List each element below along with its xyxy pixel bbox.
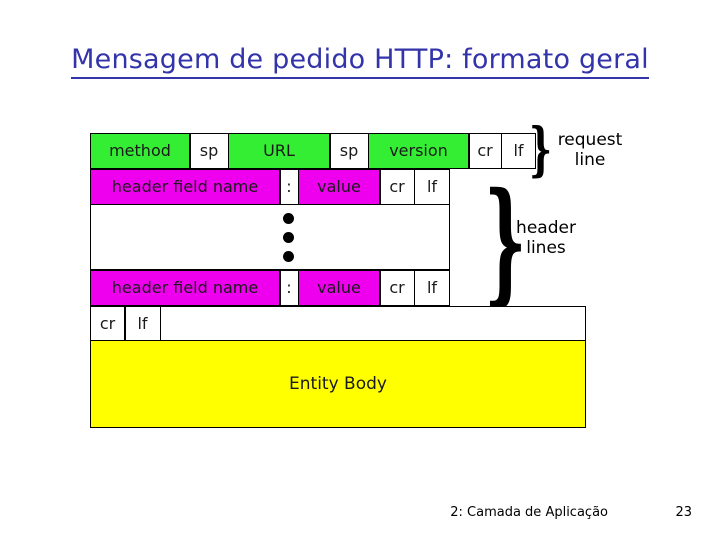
header-lines-brace: } (484, 164, 527, 319)
cell-header-field-name-2: header field name (90, 270, 280, 306)
cell-value-2: value (298, 270, 380, 306)
cell-sp-2: sp (329, 133, 369, 169)
cell-blank-remainder (160, 305, 586, 342)
request-line-brace: } (529, 115, 553, 183)
cell-colon-1: : (279, 168, 299, 205)
page-title-text: Mensagem de pedido HTTP: formato geral (71, 44, 649, 79)
cell-lf-header-1: lf (414, 168, 450, 205)
footer-chapter-label: 2: Camada de Aplicação (450, 505, 608, 520)
slide-footer: 2: Camada de Aplicação 23 (0, 505, 720, 527)
request-line-label: request line (546, 130, 634, 170)
cell-cr-header-1: cr (379, 168, 415, 205)
cell-value-1: value (298, 168, 380, 205)
request-line-label-line1: request (557, 130, 623, 150)
footer-page-number: 23 (675, 505, 692, 520)
cell-entity-body: Entity Body (90, 340, 586, 428)
ellipsis-dot-2 (283, 232, 294, 243)
header-lines-label-line2: lines (526, 237, 566, 258)
cell-url: URL (228, 133, 330, 169)
cell-cr-header-2: cr (379, 270, 415, 306)
header-lines-label: header lines (500, 218, 592, 258)
cell-sp-1: sp (189, 133, 229, 169)
cell-method: method (90, 133, 190, 169)
request-line-label-line2: line (574, 149, 606, 170)
cell-colon-2: : (279, 270, 299, 306)
cell-cr-blank-line: cr (90, 305, 125, 342)
ellipsis-dot-3 (283, 251, 294, 262)
ellipsis-dot-1 (283, 213, 294, 224)
cell-version: version (368, 133, 469, 169)
cell-lf-blank-line: lf (124, 305, 161, 342)
cell-header-lines-ellipsis (90, 204, 450, 270)
cell-lf-header-2: lf (414, 270, 450, 306)
cell-lf-request: lf (501, 133, 536, 169)
page-title: Mensagem de pedido HTTP: formato geral (0, 44, 720, 79)
header-lines-label-line1: header (516, 218, 576, 238)
cell-header-field-name-1: header field name (90, 168, 280, 205)
cell-cr-request: cr (468, 133, 502, 169)
